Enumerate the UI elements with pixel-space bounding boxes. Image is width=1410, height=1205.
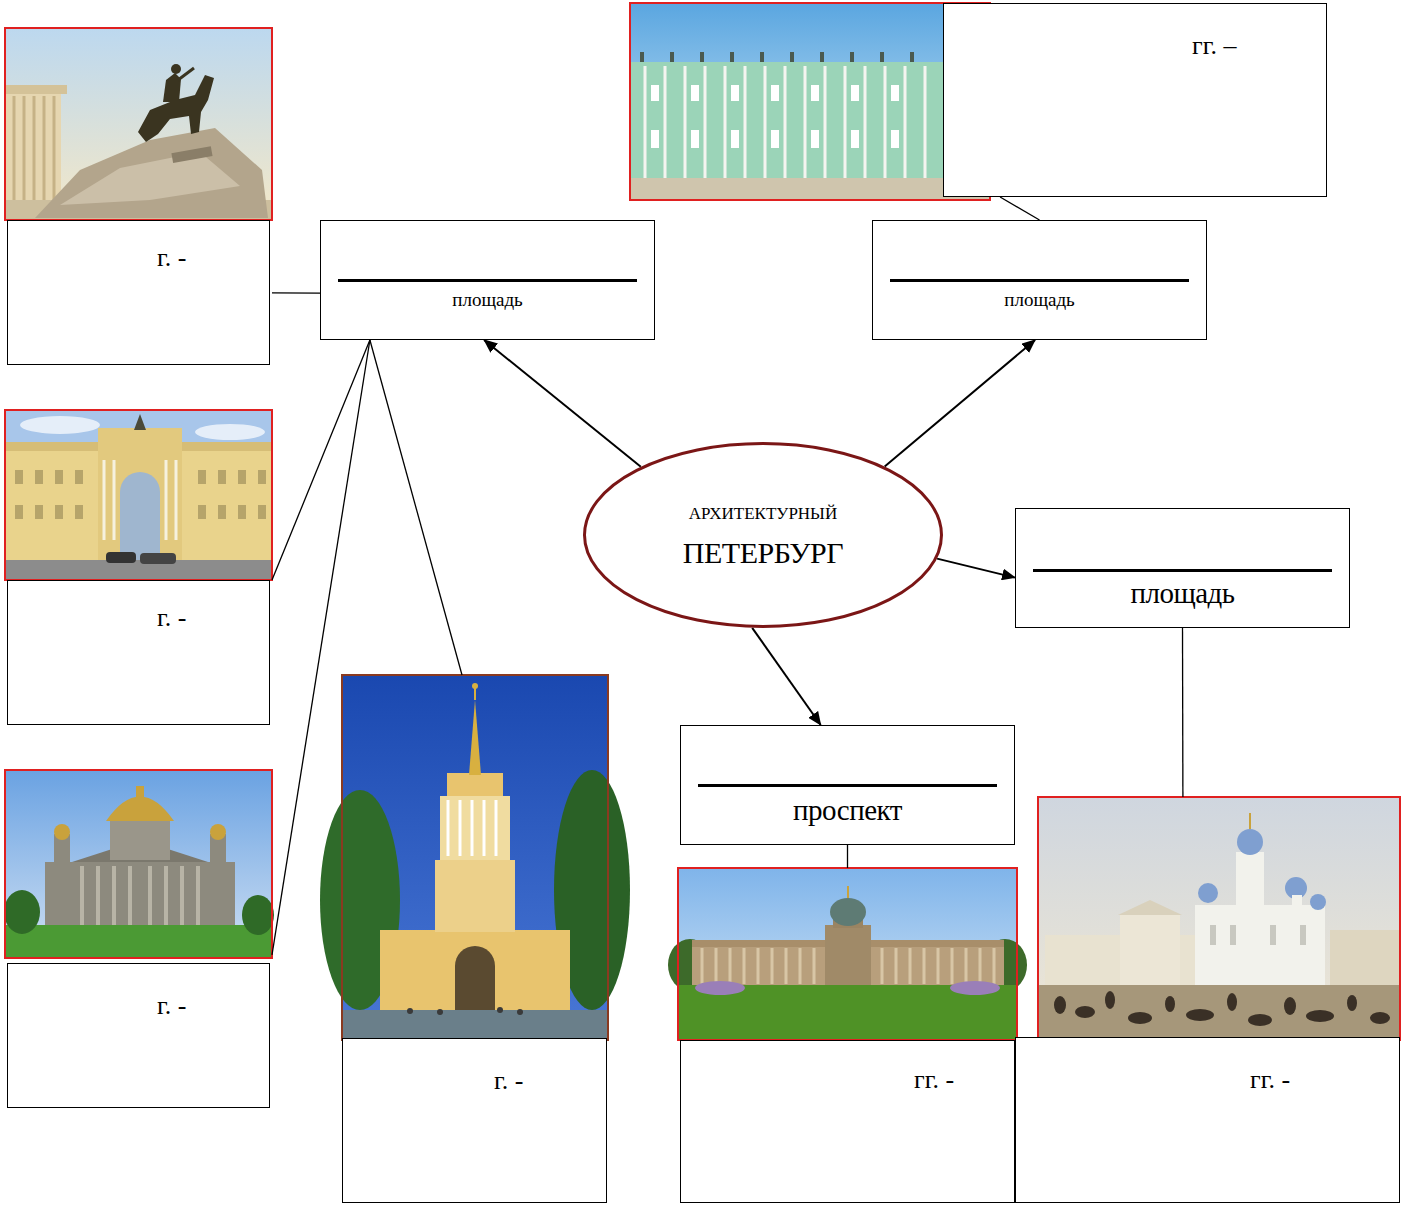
- blank-line: [890, 279, 1190, 282]
- node-label: ПЕТЕРБУРГ: [683, 536, 843, 571]
- caption-frame: [342, 1038, 607, 1203]
- node-label: АРХИТЕКТУРНЫЙ: [689, 504, 837, 524]
- admiralty-photo: [320, 675, 630, 1040]
- senate-photo: [5, 410, 272, 580]
- bronze-horseman-photo: [5, 28, 272, 220]
- caption-card: г. -: [5, 28, 272, 365]
- ellipse-outline: [583, 442, 943, 628]
- blank-line: [698, 784, 998, 787]
- caption-card: гг. -: [1015, 797, 1400, 1203]
- link-line: [847, 845, 848, 868]
- blank-line: [338, 279, 638, 282]
- link-line: [272, 340, 370, 955]
- date-caption: гг. -: [914, 1065, 954, 1095]
- arrow-connector: [885, 340, 1035, 467]
- link-line: [370, 340, 462, 675]
- caption-card: гг. -: [678, 868, 1017, 1203]
- blank-line: [1033, 569, 1333, 572]
- caption-frame: [680, 1040, 1015, 1203]
- caption-card: г. -: [5, 770, 272, 1108]
- link-line: [1182, 628, 1184, 797]
- node-label: проспект: [793, 794, 902, 827]
- place-box: площадь: [320, 220, 655, 340]
- place-box: площадь: [1015, 508, 1350, 628]
- kazan-cathedral-photo: [668, 868, 1027, 1040]
- date-caption: г. -: [494, 1066, 523, 1096]
- arrow-connector: [484, 340, 641, 467]
- link-line: [272, 340, 370, 580]
- link-line: [272, 292, 320, 294]
- caption-frame: [943, 3, 1327, 197]
- link-line: [1000, 197, 1039, 220]
- caption-card: г. -: [342, 675, 608, 1203]
- sennaya-square-painting: [1038, 797, 1400, 1040]
- node-label: площадь: [1004, 289, 1075, 311]
- caption-frame: [7, 580, 270, 725]
- arrow-connector: [937, 559, 1015, 578]
- caption-card: гг. –: [630, 3, 1327, 197]
- caption-frame: [7, 963, 270, 1108]
- node-label: площадь: [1130, 577, 1234, 610]
- node-label: площадь: [452, 289, 523, 311]
- caption-frame: [7, 220, 270, 365]
- winter-palace-photo: [630, 3, 990, 200]
- caption-frame: [1015, 1037, 1400, 1203]
- date-caption: г. -: [157, 991, 186, 1021]
- arrow-connector: [752, 628, 821, 725]
- date-caption: г. -: [157, 603, 186, 633]
- date-caption: гг. –: [1192, 31, 1236, 61]
- topic-ellipse: АРХИТЕКТУРНЫЙ ПЕТЕРБУРГ: [583, 442, 943, 628]
- isaac-cathedral-photo: [4, 770, 274, 958]
- place-box: проспект: [680, 725, 1015, 845]
- date-caption: г. -: [157, 243, 186, 273]
- date-caption: гг. -: [1250, 1065, 1290, 1095]
- place-box: площадь: [872, 220, 1207, 340]
- caption-card: г. -: [5, 410, 272, 725]
